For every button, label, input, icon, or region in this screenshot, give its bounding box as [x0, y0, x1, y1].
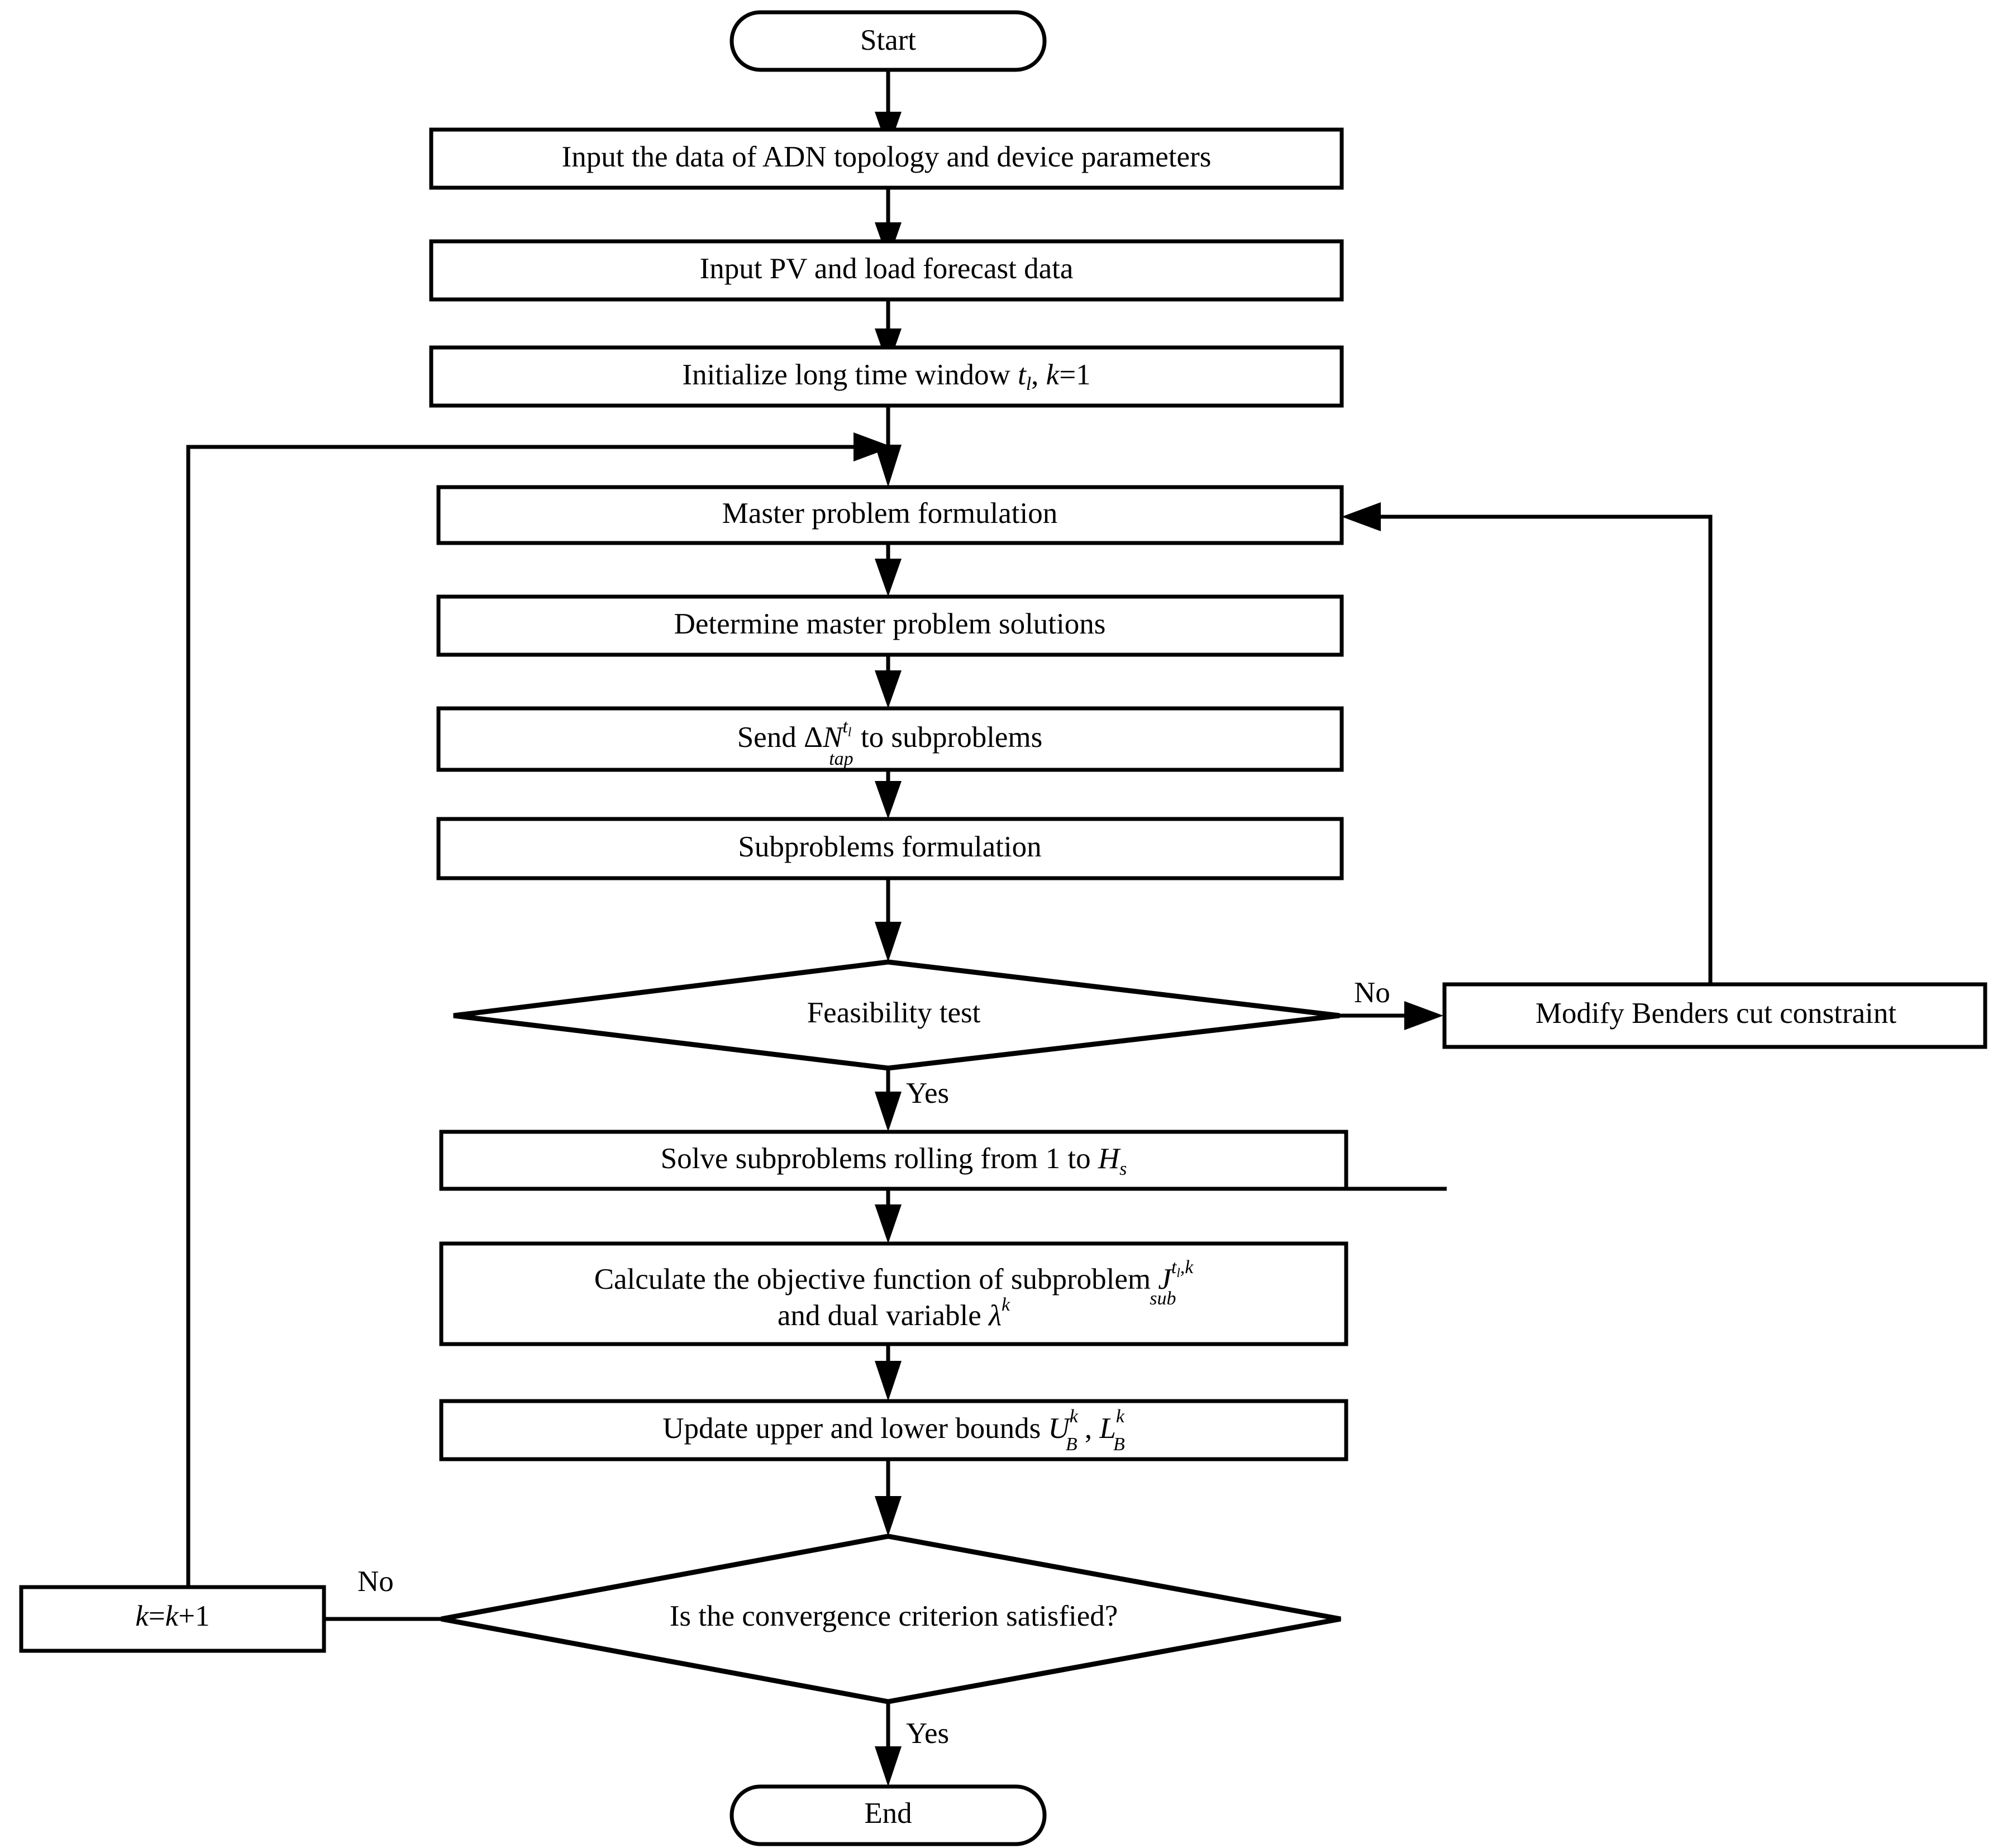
edge-master-to-determine — [875, 543, 902, 597]
node-determine-master-label: Determine master problem solutions — [674, 608, 1106, 640]
edge-subproblems-to-feasibility — [875, 878, 902, 962]
node-update-bounds-l-sub-b: B — [1113, 1434, 1125, 1455]
node-master-formulation[interactable]: Master problem formulation — [436, 485, 1344, 545]
node-send-tap-tail: to subproblems — [854, 721, 1043, 754]
node-subproblems-formulation-label: Subproblems formulation — [738, 831, 1041, 863]
node-update-bounds-var-u: U — [1048, 1412, 1072, 1445]
node-feasibility-test[interactable]: Feasibility test — [453, 959, 1340, 1071]
node-initialize-label: Initialize long time window tl, k=1 — [682, 359, 1090, 394]
node-initialize-tail: =1 — [1059, 359, 1090, 391]
edge-increment-k-to-master-loop — [186, 432, 893, 1587]
edge-modify-benders-to-master-loop — [1342, 502, 1713, 984]
node-increment-k-eq: = — [149, 1600, 165, 1632]
node-increment-k-tail: +1 — [178, 1600, 209, 1632]
node-calculate-objective[interactable]: Calculate the objective function of subp… — [439, 1241, 1348, 1346]
node-update-bounds-separator: , — [1077, 1412, 1100, 1445]
node-start-label: Start — [860, 24, 916, 56]
edge-label-convergence-no: No — [357, 1565, 394, 1598]
edge-label-feasibility-no: No — [1354, 977, 1390, 1009]
node-calculate-objective-var-lambda: λ — [988, 1299, 1002, 1332]
node-solve-rolling-lead: Solve subproblems rolling from 1 to — [661, 1142, 1098, 1175]
node-calculate-objective-sup-l: l — [1176, 1266, 1180, 1280]
node-end-label: End — [864, 1797, 912, 1830]
edge-feasibility-yes-to-solve-rolling — [875, 1068, 902, 1132]
node-increment-k-label: k=k+1 — [135, 1600, 209, 1632]
node-increment-k-var-k1: k — [135, 1600, 149, 1632]
edge-send-tap-to-subproblems — [875, 770, 902, 819]
node-modify-benders-label: Modify Benders cut constraint — [1536, 997, 1896, 1030]
node-input-pv[interactable]: Input PV and load forecast data — [429, 239, 1344, 302]
edge-calculate-to-update-bounds — [875, 1344, 902, 1401]
node-end[interactable]: End — [730, 1784, 1047, 1846]
node-solve-rolling-label: Solve subproblems rolling from 1 to Hs — [661, 1142, 1127, 1179]
node-initialize-lead: Initialize long time window — [682, 359, 1018, 391]
node-initialize[interactable]: Initialize long time window tl, k=1 — [429, 345, 1344, 408]
node-calculate-objective-var-j: J — [1158, 1263, 1172, 1295]
node-calculate-objective-lead: Calculate the objective function of subp… — [594, 1263, 1158, 1295]
node-feasibility-test-label: Feasibility test — [807, 997, 981, 1029]
edge-update-bounds-to-convergence — [875, 1459, 902, 1536]
node-initialize-var-t: t — [1018, 359, 1027, 391]
node-update-bounds-u-sup-k: k — [1070, 1406, 1079, 1427]
node-increment-k-var-k2: k — [165, 1600, 179, 1632]
node-subproblems-formulation[interactable]: Subproblems formulation — [436, 817, 1344, 880]
node-initialize-comma: , — [1031, 359, 1046, 391]
node-update-bounds-var-l: L — [1099, 1412, 1115, 1445]
node-calculate-objective-line2-lead: and dual variable — [778, 1299, 989, 1332]
node-initialize-var-k: k — [1046, 359, 1060, 391]
node-send-tap-label: Send ΔNtl tap to subproblems — [737, 716, 1043, 769]
node-update-bounds-lead: Update upper and lower bounds — [662, 1412, 1048, 1445]
node-start[interactable]: Start — [730, 10, 1047, 72]
node-calculate-objective-line1: Calculate the objective function of subp… — [594, 1257, 1194, 1309]
node-convergence-test-label: Is the convergence criterion satisfied? — [670, 1600, 1118, 1632]
node-send-tap-sup-sub-l: l — [848, 725, 851, 739]
node-initialize-sub-l: l — [1026, 374, 1031, 394]
node-modify-benders[interactable]: Modify Benders cut constraint — [1442, 982, 1987, 1049]
node-update-bounds-u-sub-b: B — [1066, 1434, 1077, 1455]
node-send-tap-var-n: N — [822, 721, 844, 754]
edge-feasibility-no-to-modify-benders — [1339, 1001, 1443, 1030]
node-solve-rolling-var-h: H — [1098, 1142, 1121, 1175]
node-determine-master[interactable]: Determine master problem solutions — [436, 594, 1344, 657]
node-send-tap-lead: Send Δ — [737, 721, 823, 754]
edge-label-convergence-yes: Yes — [906, 1717, 949, 1750]
node-calculate-objective-sup-comma-k: ,k — [1180, 1257, 1194, 1278]
node-send-tap-sub-tap: tap — [829, 749, 853, 769]
node-convergence-test[interactable]: Is the convergence criterion satisfied? — [441, 1533, 1341, 1704]
node-calculate-objective-sup-k: k — [1002, 1294, 1010, 1315]
edge-solve-rolling-to-calculate — [875, 1187, 1447, 1244]
node-input-pv-label: Input PV and load forecast data — [700, 253, 1074, 285]
node-solve-rolling-sub-s: s — [1119, 1159, 1127, 1179]
node-master-formulation-label: Master problem formulation — [722, 497, 1058, 530]
edge-initialize-to-master — [875, 406, 902, 487]
node-calculate-objective-line2: and dual variable λk — [778, 1294, 1010, 1332]
node-send-tap[interactable]: Send ΔNtl tap to subproblems — [436, 706, 1344, 772]
node-calculate-objective-sup-t: t — [1171, 1257, 1177, 1278]
edge-determine-to-send-tap — [875, 655, 902, 708]
edge-convergence-yes-to-end — [875, 1702, 902, 1787]
node-update-bounds-l-sup-k: k — [1116, 1406, 1125, 1427]
node-calculate-objective-sub-sub: sub — [1150, 1288, 1176, 1309]
node-increment-k[interactable]: k=k+1 — [19, 1585, 326, 1653]
edge-label-feasibility-yes: Yes — [906, 1077, 949, 1109]
node-solve-rolling[interactable]: Solve subproblems rolling from 1 to Hs — [439, 1130, 1348, 1191]
node-input-topology-label: Input the data of ADN topology and devic… — [562, 141, 1212, 173]
node-input-topology[interactable]: Input the data of ADN topology and devic… — [429, 127, 1344, 190]
node-send-tap-sup-t: t — [842, 716, 848, 737]
